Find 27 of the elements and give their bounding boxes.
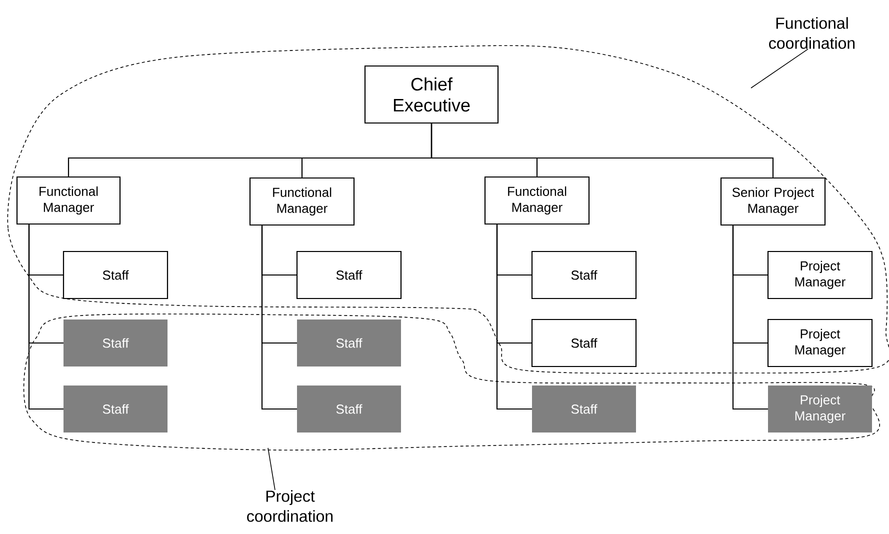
leader-line — [750, 48, 808, 88]
connector-line — [261, 225, 297, 410]
annotation-text: Functional coordination — [769, 17, 855, 49]
staff-box: Staff — [297, 320, 401, 366]
dashed-boundary — [23, 314, 880, 450]
annotation-text: Project coordination — [247, 490, 333, 522]
connector-line — [732, 225, 768, 410]
staff-box: Project Manager — [768, 386, 872, 432]
leader-line — [268, 448, 276, 490]
staff-box: Staff — [64, 320, 168, 366]
staff-box: Staff — [531, 318, 637, 368]
staff-box: Staff — [532, 386, 636, 432]
staff-box: Staff — [296, 250, 402, 300]
staff-box: Staff — [64, 386, 168, 432]
staff-box: Staff — [62, 250, 168, 300]
connector-line — [430, 123, 774, 178]
executive-box: Chief Executive — [364, 65, 499, 124]
staff-box: Staff — [531, 250, 637, 300]
manager-box: Senior Project Manager — [720, 177, 826, 226]
manager-box: Functional Manager — [484, 176, 590, 225]
connector-line — [496, 224, 532, 410]
manager-box: Functional Manager — [16, 176, 121, 225]
manager-box: Functional Manager — [249, 177, 355, 226]
staff-box: Project Manager — [767, 250, 873, 300]
connector-line — [28, 224, 64, 410]
staff-box: Project Manager — [767, 318, 873, 368]
staff-box: Staff — [297, 386, 401, 432]
